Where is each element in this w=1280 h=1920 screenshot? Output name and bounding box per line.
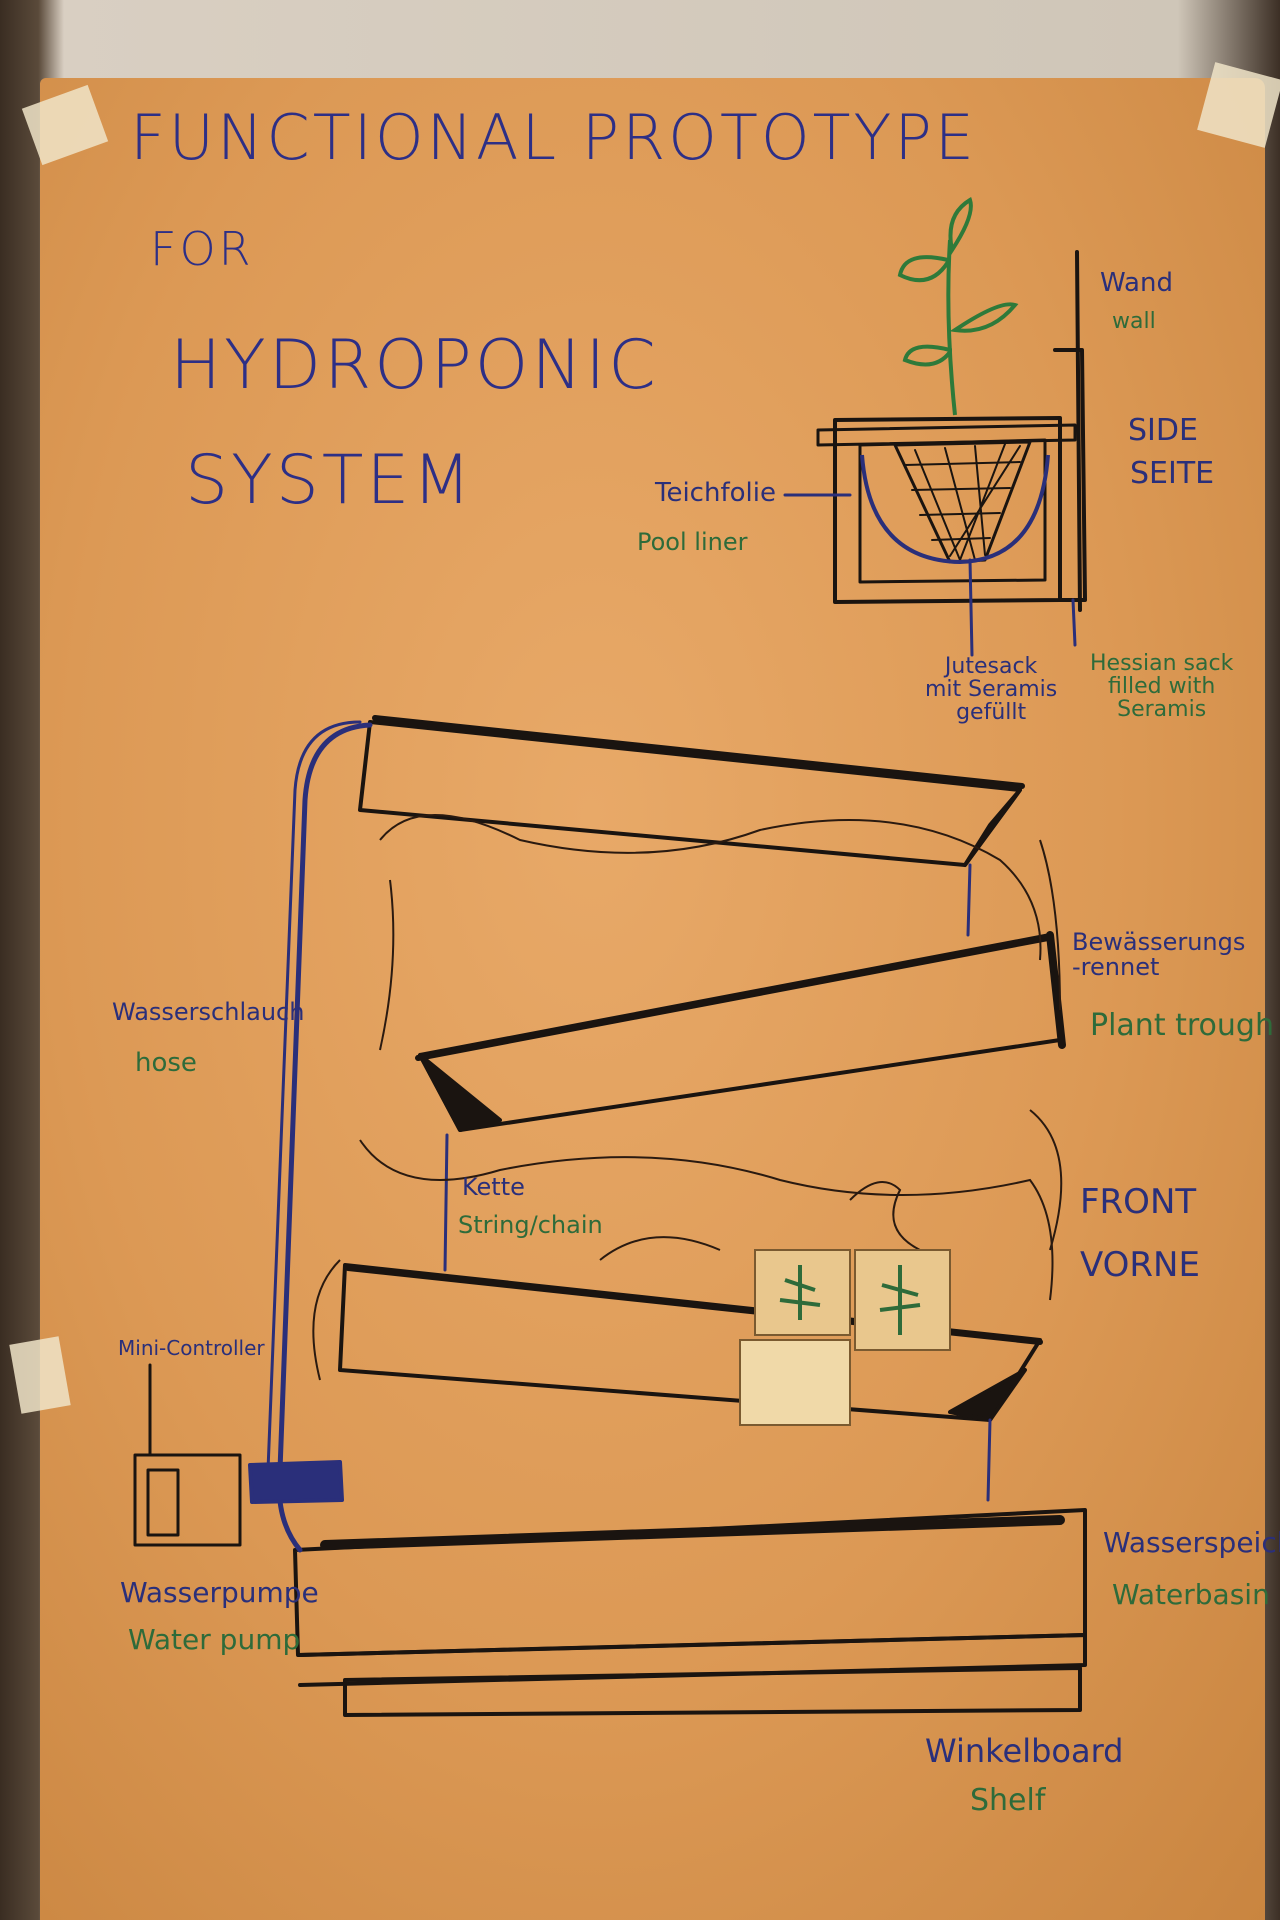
label-hose-en: hose <box>135 1048 197 1078</box>
fabric-wall <box>312 814 1063 1381</box>
label-wall-de: Wand <box>1100 268 1173 298</box>
pond-liner <box>860 454 1050 565</box>
label-chain-en: String/chain <box>458 1211 603 1239</box>
chain <box>443 1133 449 1272</box>
label-pump-en: Water pump <box>128 1623 301 1656</box>
label-wall-en: wall <box>1112 309 1156 334</box>
label-basin-de: Wasserspeicher <box>1103 1526 1280 1559</box>
label-mini-controller: Mini-Controller <box>118 1336 265 1360</box>
water-hose <box>276 722 373 1553</box>
title-line-1: FUNCTIONAL PROTOTYPE <box>130 101 977 174</box>
hessian-pointer <box>1071 598 1077 647</box>
label-sack-de: Jutesack mit Seramis gefüllt <box>925 654 1058 726</box>
label-front-de: VORNE <box>1080 1245 1200 1285</box>
label-hose-de: Wasserschlauch <box>112 998 305 1026</box>
seed-packet-1 <box>754 1249 851 1336</box>
label-shelf-en: Shelf <box>970 1783 1046 1818</box>
label-basin-en: Waterbasin <box>1112 1578 1270 1611</box>
sack-pointer <box>968 558 974 657</box>
shelf <box>343 1666 1082 1717</box>
seed-packet-2 <box>854 1249 951 1351</box>
trough-1 <box>358 720 1022 867</box>
pump-pipe <box>248 1460 344 1504</box>
label-trough-de: Bewässerungs -rennet <box>1072 928 1246 982</box>
title-line-3: HYDROPONIC <box>170 326 659 405</box>
plant-icon <box>897 196 1019 416</box>
label-trough-en: Plant trough <box>1090 1008 1274 1043</box>
label-side-de: SEITE <box>1130 456 1215 491</box>
label-side-en: SIDE <box>1128 413 1198 448</box>
label-front-en: FRONT <box>1080 1182 1197 1222</box>
planter-box <box>833 416 1062 604</box>
label-shelf-de: Winkelboard <box>925 1732 1124 1770</box>
trough-2 <box>418 933 1062 1132</box>
mini-controller-box <box>133 1453 242 1547</box>
title-line-4: SYSTEM <box>185 441 475 520</box>
wall-line <box>1075 250 1082 612</box>
label-sack-en: Hessian sack filled with Seramis <box>1090 651 1234 723</box>
label-pump-de: Wasserpumpe <box>120 1576 319 1609</box>
label-liner-en: Pool liner <box>637 528 748 556</box>
title-line-2: FOR <box>150 222 254 276</box>
label-chain-de: Kette <box>462 1173 525 1201</box>
label-liner-de: Teichfolie <box>655 478 776 508</box>
seed-packet-3 <box>739 1339 851 1426</box>
